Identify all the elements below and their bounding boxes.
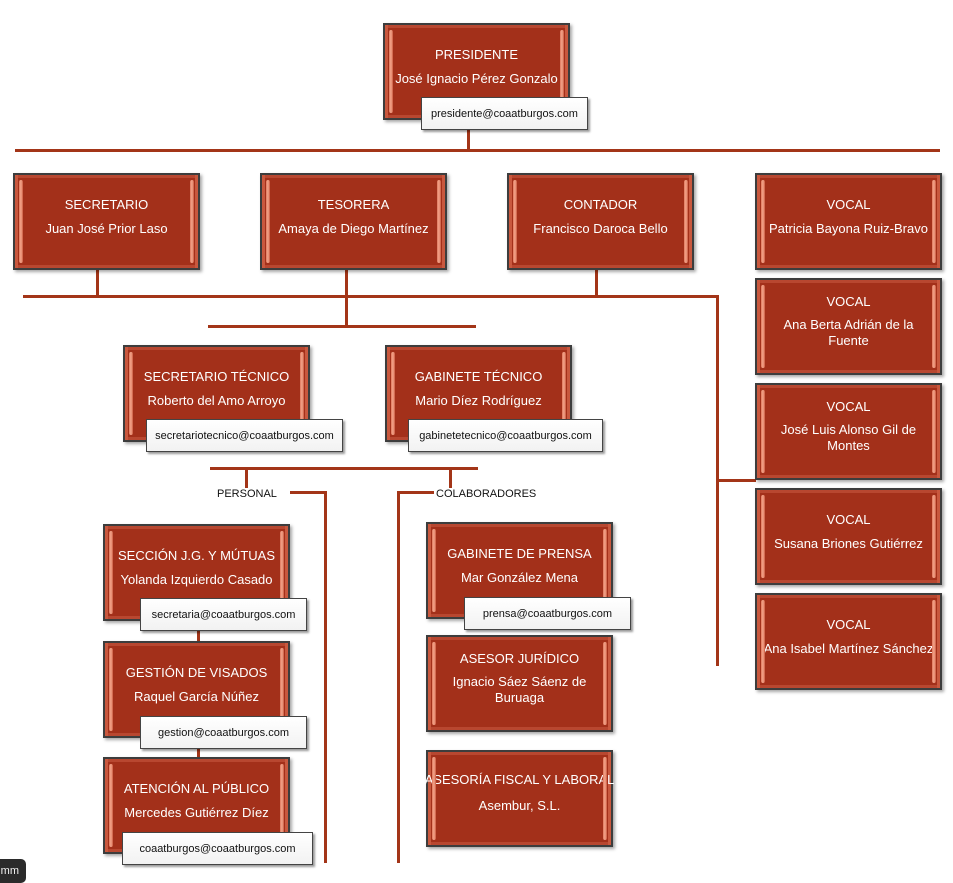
node-name: Juan José Prior Laso: [45, 221, 168, 236]
connector-contador: [595, 268, 598, 296]
node-vocal-4: VOCAL Susana Briones Gutiérrez: [755, 488, 942, 585]
connector-vocal-branch: [716, 479, 756, 482]
node-asesor-juridico: ASESOR JURÍDICO Ignacio Sáez Sáenz de Bu…: [426, 635, 613, 732]
node-name: José Luis Alonso Gil de Montes: [780, 422, 917, 453]
node-name: Amaya de Diego Martínez: [278, 221, 429, 236]
node-name: Mercedes Gutiérrez Díez: [124, 805, 269, 820]
node-name: Patricia Bayona Ruiz-Bravo: [769, 221, 928, 236]
connector-personal: [245, 467, 248, 488]
node-role: ATENCIÓN AL PÚBLICO: [123, 781, 270, 796]
node-role: ASESORÍA FISCAL Y LABORAL: [424, 772, 615, 787]
node-role: VOCAL: [826, 399, 871, 414]
node-role: SECCIÓN J.G. Y MÚTUAS: [118, 548, 275, 563]
node-name: Francisco Daroca Bello: [533, 221, 668, 236]
node-role: VOCAL: [826, 617, 871, 632]
node-role: TESORERA: [317, 197, 390, 212]
node-contador: CONTADOR Francisco Daroca Bello: [507, 173, 694, 270]
node-name: Ignacio Sáez Sáenz de Buruaga: [452, 674, 587, 705]
node-role: SECRETARIO TÉCNICO: [143, 369, 290, 384]
connector-personal-trunk: [324, 491, 327, 863]
connector-board-bar: [23, 295, 719, 298]
node-name: Mario Díez Rodríguez: [415, 393, 542, 408]
node-role: GESTIÓN DE VISADOS: [125, 665, 268, 680]
node-name: Susana Briones Gutiérrez: [774, 536, 923, 551]
connector-tesorera: [345, 268, 348, 327]
email-coaatburgos[interactable]: coaatburgos@coaatburgos.com: [122, 832, 313, 865]
node-tesorera: TESORERA Amaya de Diego Martínez: [260, 173, 447, 270]
connector-top-bar: [15, 149, 940, 152]
node-role: ASESOR JURÍDICO: [459, 651, 580, 666]
connector-colab-bracket: [397, 491, 434, 494]
node-vocal-1: VOCAL Patricia Bayona Ruiz-Bravo: [755, 173, 942, 270]
node-vocal-3: VOCAL José Luis Alonso Gil de Montes: [755, 383, 942, 480]
node-name: Roberto del Amo Arroyo: [147, 393, 286, 408]
group-label-colaboradores: COLABORADORES: [436, 488, 537, 500]
connector-colaboradores: [449, 467, 452, 488]
node-role: VOCAL: [826, 197, 871, 212]
connector-president: [467, 128, 470, 151]
connector-secretario: [96, 268, 99, 296]
node-vocal-5: VOCAL Ana Isabel Martínez Sánchez: [755, 593, 942, 690]
connector-colab-trunk: [397, 491, 400, 863]
connector-personal-bracket: [290, 491, 327, 494]
group-label-personal: PERSONAL: [217, 488, 277, 500]
email-prensa[interactable]: prensa@coaatburgos.com: [464, 597, 631, 630]
connector-technical-bar: [208, 325, 476, 328]
node-role: VOCAL: [826, 294, 871, 309]
node-role: GABINETE TÉCNICO: [414, 369, 543, 384]
zoom-badge: mm: [0, 859, 26, 883]
node-name: Mar González Mena: [460, 570, 579, 585]
node-asesoria-fiscal: ASESORÍA FISCAL Y LABORAL Asembur, S.L.: [424, 750, 615, 847]
node-role: GABINETE DE PRENSA: [447, 546, 592, 561]
node-role: PRESIDENTE: [434, 47, 519, 62]
node-name: Yolanda Izquierdo Casado: [120, 572, 273, 587]
email-gabinete-tecnico[interactable]: gabinetetecnico@coaatburgos.com: [408, 419, 603, 452]
node-role: VOCAL: [826, 512, 871, 527]
node-name: Asembur, S.L.: [478, 798, 561, 813]
node-role: CONTADOR: [563, 197, 638, 212]
node-name: Ana Isabel Martínez Sánchez: [763, 641, 934, 656]
node-secretario: SECRETARIO Juan José Prior Laso: [13, 173, 200, 270]
node-name: José Ignacio Pérez Gonzalo: [395, 71, 558, 86]
node-role: SECRETARIO: [64, 197, 149, 212]
email-secretario-tecnico[interactable]: secretariotecnico@coaatburgos.com: [146, 419, 343, 452]
node-vocal-2: VOCAL Ana Berta Adrián de la Fuente: [755, 278, 942, 375]
node-name: Ana Berta Adrián de la Fuente: [783, 317, 914, 348]
email-presidente[interactable]: presidente@coaatburgos.com: [421, 97, 588, 130]
node-name: Raquel García Núñez: [133, 689, 259, 704]
email-secretaria[interactable]: secretaria@coaatburgos.com: [140, 598, 307, 631]
email-gestion[interactable]: gestion@coaatburgos.com: [140, 716, 307, 749]
connector-groups-bar: [210, 467, 478, 470]
